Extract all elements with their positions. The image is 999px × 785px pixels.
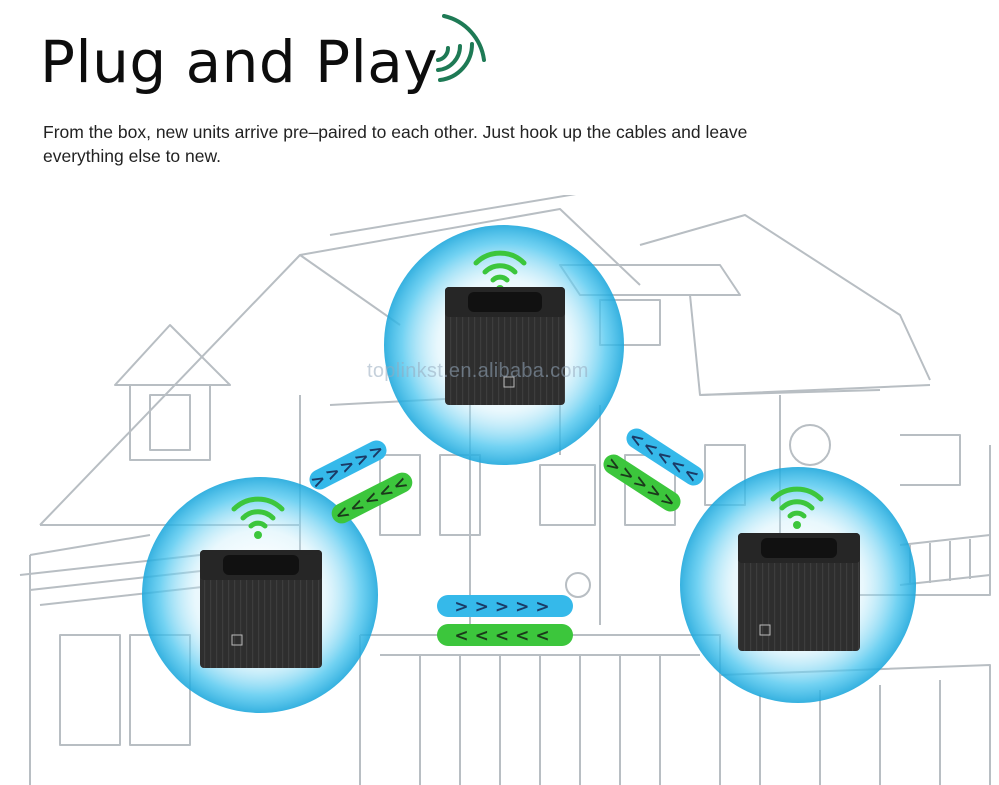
- svg-text:<<<<<: <<<<<: [454, 626, 555, 646]
- router-device: [200, 550, 322, 668]
- house-mesh-illustration: >>>>> <<<<< <<<<< >>>>> >>>>> <<<<<: [19, 195, 991, 785]
- svg-text:>>>>>: >>>>>: [454, 597, 555, 617]
- wifi-icon: [231, 496, 285, 539]
- mesh-unit-top: [384, 225, 624, 465]
- page-description: From the box, new units arrive pre–paire…: [43, 122, 748, 166]
- svg-text:<<<<<: <<<<<: [332, 472, 413, 527]
- wifi-signal-arcs-icon: [436, 14, 486, 82]
- watermark: toplinkst.en.alibaba.com: [367, 360, 589, 382]
- router-device: [738, 533, 860, 651]
- mesh-unit-right: [680, 467, 916, 703]
- link-arrows-left-right: >>>>> <<<<<: [437, 595, 573, 646]
- router-device: [445, 287, 565, 405]
- wifi-icon: [770, 486, 824, 529]
- page-title: Plug and Play: [40, 28, 439, 96]
- mesh-unit-left: [142, 477, 378, 713]
- link-arrows-top-right: <<<<< >>>>>: [602, 427, 704, 514]
